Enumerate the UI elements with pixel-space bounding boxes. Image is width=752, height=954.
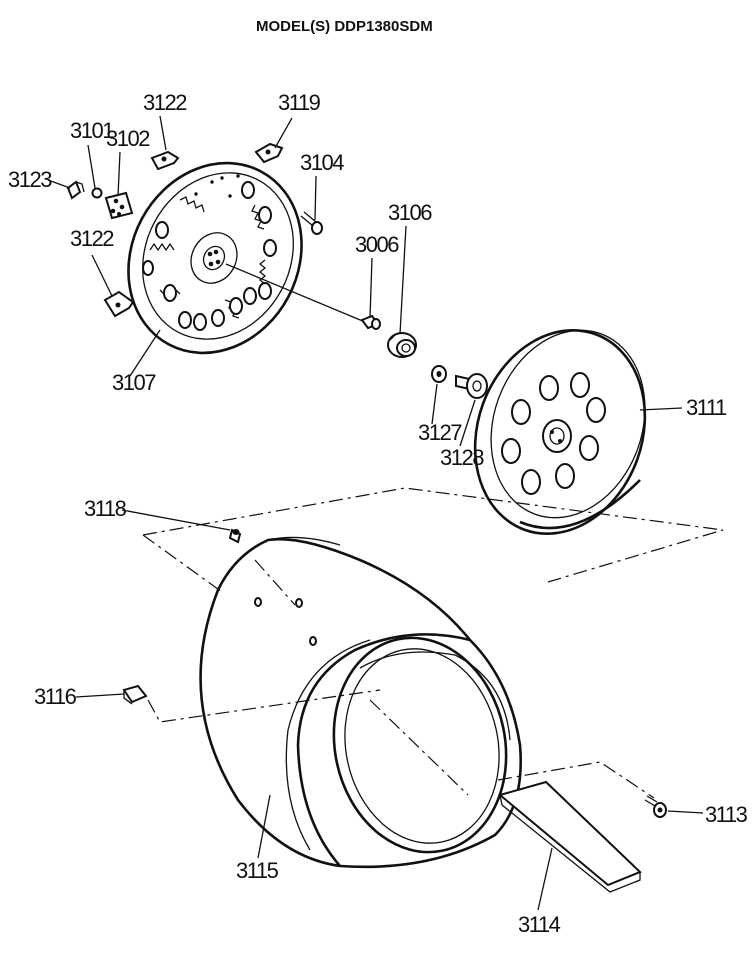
label-3119: 3119 xyxy=(278,90,321,115)
leader-3107 xyxy=(129,329,161,377)
label-3116: 3116 xyxy=(34,684,77,709)
label-3104: 3104 xyxy=(300,150,344,175)
insulator-block-3102 xyxy=(104,191,134,220)
leader-3122a xyxy=(159,115,167,151)
label-3122-left: 3122 xyxy=(70,226,114,251)
leader-3104 xyxy=(314,175,317,221)
leader-3111 xyxy=(639,407,683,411)
label-3101: 3101 xyxy=(70,118,114,143)
clip-3116 xyxy=(122,684,148,705)
leader-3123 xyxy=(47,179,71,189)
drum-body-3115 xyxy=(199,536,522,869)
screw-3118 xyxy=(228,528,242,544)
label-3115: 3115 xyxy=(236,858,279,883)
label-3106: 3106 xyxy=(388,200,432,225)
label-3127: 3127 xyxy=(418,420,462,445)
label-3111: 3111 xyxy=(686,395,727,420)
label-3107: 3107 xyxy=(112,370,156,395)
rear-bulkhead-assembly xyxy=(127,161,303,355)
leader-3128 xyxy=(459,399,476,447)
screw-3006 xyxy=(360,314,381,330)
washer-3127 xyxy=(431,365,447,383)
leader-3101 xyxy=(87,144,96,189)
label-3128: 3128 xyxy=(440,445,484,470)
leader-3122b xyxy=(91,254,113,297)
drum-rear-3111 xyxy=(473,329,647,535)
clip-3123 xyxy=(66,180,85,200)
label-3114: 3114 xyxy=(518,912,561,937)
label-3006: 3006 xyxy=(355,232,399,257)
screw-3113 xyxy=(644,795,667,818)
terminal-posts xyxy=(142,181,277,331)
spacer-3101 xyxy=(91,187,103,199)
bracket-3122-top xyxy=(150,150,180,171)
leader-3114 xyxy=(537,847,553,911)
bracket-3119 xyxy=(254,142,284,164)
bracket-3122-left xyxy=(103,290,135,318)
label-3122-top: 3122 xyxy=(143,90,187,115)
shaft-3128 xyxy=(455,373,488,399)
label-3113: 3113 xyxy=(705,802,748,827)
leader-3127 xyxy=(431,383,438,425)
label-3123: 3123 xyxy=(8,167,52,192)
leader-3113 xyxy=(667,810,704,814)
label-3102: 3102 xyxy=(106,126,150,151)
leader-3006 xyxy=(369,257,373,319)
leader-3116 xyxy=(75,693,125,698)
bearing-3106 xyxy=(387,332,417,358)
leader-3106 xyxy=(399,225,407,335)
screw-3104 xyxy=(300,211,323,235)
leader-3118 xyxy=(121,509,231,531)
label-3118: 3118 xyxy=(84,496,127,521)
leader-3102 xyxy=(117,151,121,197)
baffle-3114 xyxy=(497,780,642,893)
leader-3115 xyxy=(257,794,271,859)
model-title: MODEL(S) DDP1380SDM xyxy=(256,18,433,35)
leader-3119 xyxy=(274,117,293,149)
